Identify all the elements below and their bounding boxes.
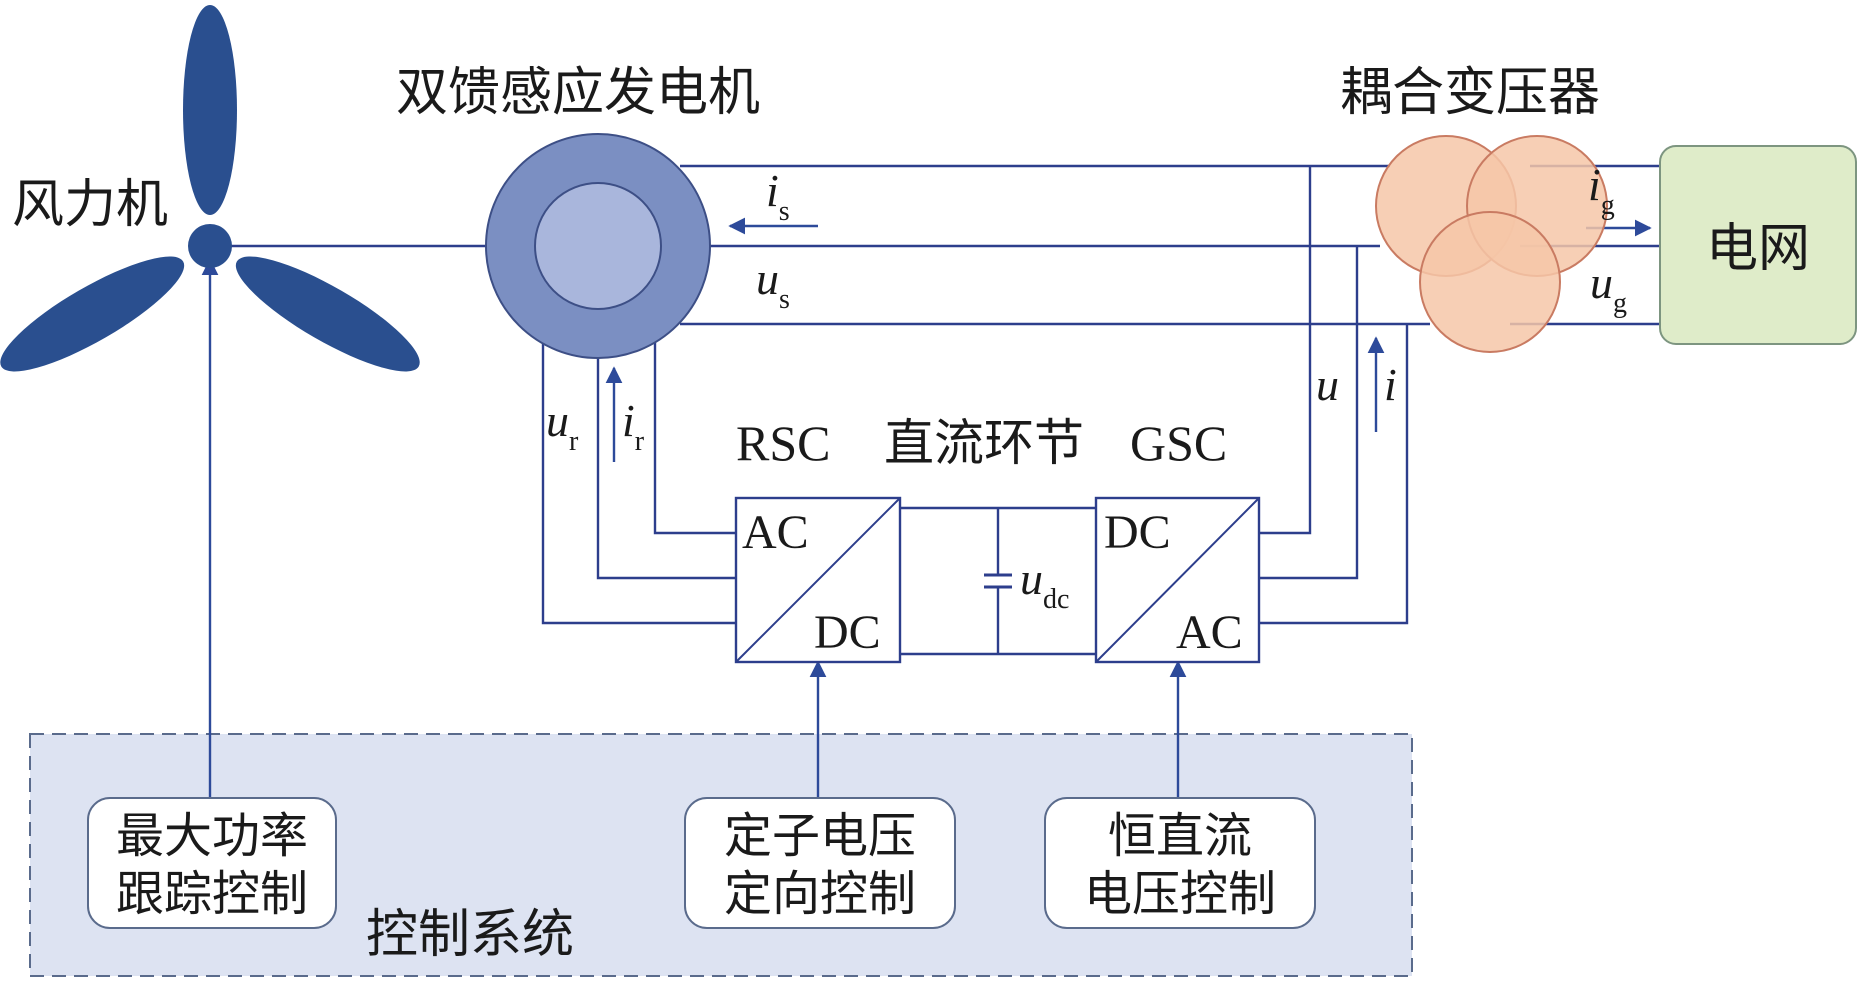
u-g-label: ug	[1590, 257, 1627, 319]
grid-label: 电网	[1706, 219, 1810, 279]
transformer-icon	[1375, 135, 1608, 353]
grid-box	[1659, 145, 1857, 345]
gsc-ac-label: AC	[1176, 606, 1243, 659]
i-g-label: ig	[1588, 159, 1615, 221]
dfig-generator-icon	[485, 133, 711, 359]
rsc-ac-label: AC	[742, 506, 809, 559]
control-system-label: 控制系统	[366, 905, 574, 965]
gsc-converter	[1094, 496, 1261, 664]
i-r-label: ir	[622, 395, 645, 457]
i-label: i	[1384, 359, 1397, 410]
stator-control-line2: 定向控制	[724, 866, 916, 922]
stator-control-line1: 定子电压	[724, 808, 916, 864]
dc-link-label: 直流环节	[884, 414, 1084, 472]
rsc-label: RSC	[736, 415, 831, 471]
dfig-label: 双馈感应发电机	[396, 63, 760, 123]
i-s-label: is	[766, 165, 790, 227]
u-label: u	[1316, 359, 1339, 410]
mppt-control-line2: 跟踪控制	[116, 866, 308, 922]
stator-voltage-control-box	[684, 797, 956, 929]
rsc-converter	[734, 496, 902, 664]
u-s-label: us	[756, 253, 790, 315]
dc-control-line2: 电压控制	[1084, 866, 1276, 922]
mppt-control-line1: 最大功率	[116, 808, 308, 864]
u-dc-label: udc	[1020, 553, 1069, 615]
wind-turbine-label: 风力机	[12, 175, 168, 235]
wiring	[230, 164, 1660, 656]
wind-turbine-icon	[0, 5, 420, 372]
transformer-label: 耦合变压器	[1340, 63, 1600, 123]
gsc-dc-label: DC	[1104, 506, 1171, 559]
dc-control-line1: 恒直流	[1108, 808, 1252, 864]
mppt-control-box	[87, 797, 337, 929]
rsc-dc-label: DC	[814, 606, 881, 659]
u-r-label: ur	[546, 395, 579, 457]
dc-voltage-control-box	[1044, 797, 1316, 929]
gsc-label: GSC	[1130, 415, 1227, 471]
